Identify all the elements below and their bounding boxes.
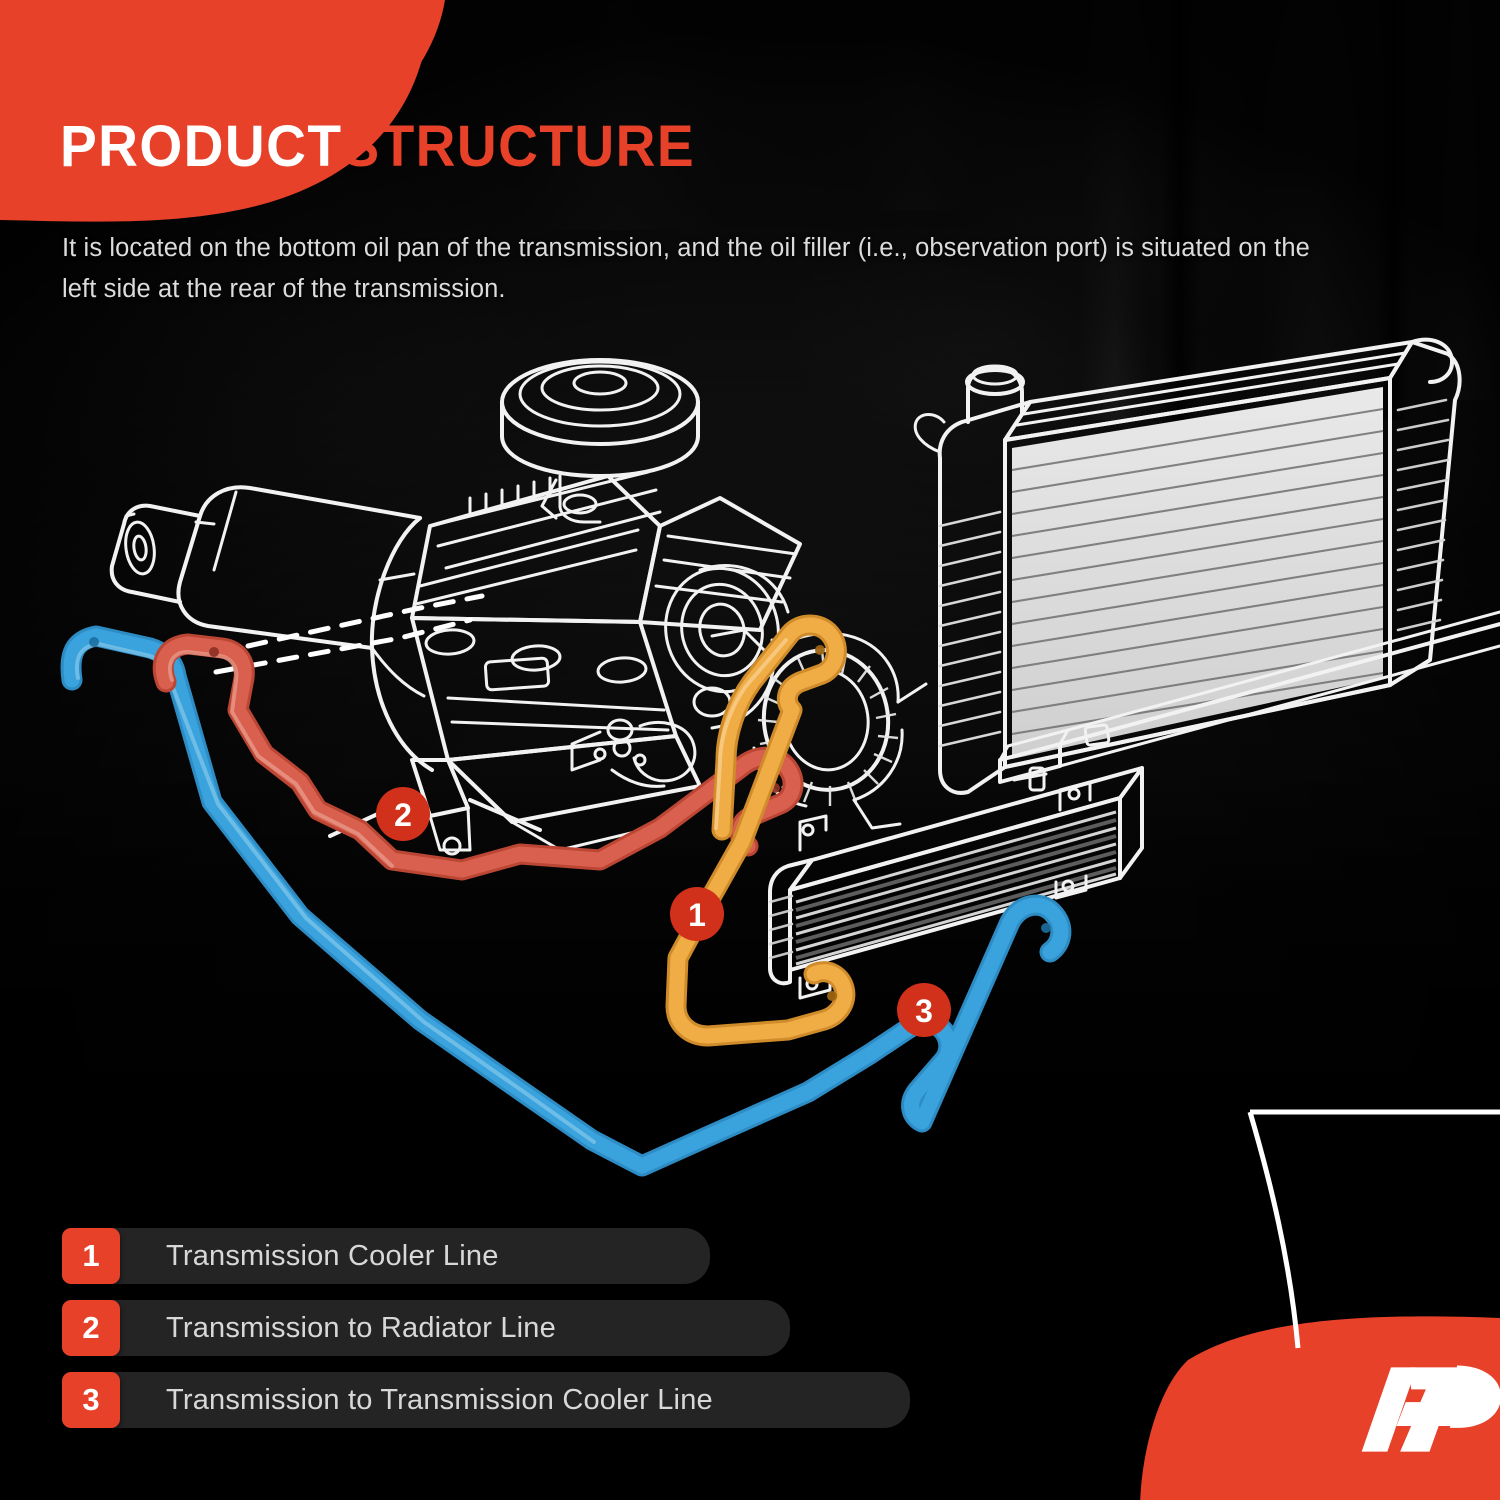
legend-badge-2: 2 bbox=[62, 1300, 120, 1356]
header-red-shape bbox=[0, 0, 445, 222]
radiator bbox=[913, 337, 1462, 795]
diagram-marker-2[interactable]: 2 bbox=[376, 787, 430, 841]
diagram-marker-3[interactable]: 3 bbox=[897, 983, 951, 1037]
legend-label-3: Transmission to Transmission Cooler Line bbox=[166, 1383, 713, 1416]
hose-line-orange bbox=[665, 614, 856, 1047]
marker-2-number: 2 bbox=[394, 797, 412, 833]
legend-item-3[interactable]: 3 Transmission to Transmission Cooler Li… bbox=[62, 1372, 910, 1428]
description-text: It is located on the bottom oil pan of t… bbox=[62, 234, 1310, 304]
title-structure: STRUCTURE bbox=[342, 114, 696, 179]
legend-pill bbox=[90, 1300, 790, 1356]
transmission-cooler bbox=[768, 610, 1500, 1000]
legend-label-1: Transmission Cooler Line bbox=[166, 1239, 499, 1272]
transmission-housing bbox=[109, 485, 542, 856]
hose-line-red bbox=[152, 633, 804, 881]
dashed-pointer-lines bbox=[213, 593, 485, 675]
hp-logo bbox=[1361, 1365, 1500, 1452]
legend-badge-1-number: 1 bbox=[82, 1238, 100, 1273]
legend-pill bbox=[90, 1372, 910, 1428]
diagram-marker-1[interactable]: 1 bbox=[670, 887, 724, 941]
marker-1-number: 1 bbox=[688, 897, 706, 933]
brand-corner-shape bbox=[1140, 1109, 1500, 1500]
page-title: PRODUCTSTRUCTURE bbox=[60, 118, 695, 176]
legend-badge-1: 1 bbox=[62, 1228, 120, 1284]
title-product: PRODUCT bbox=[60, 114, 343, 179]
legend-pill bbox=[90, 1228, 710, 1284]
product-structure-diagram: .ol{fill:none;stroke:#f2f2f2;stroke-widt… bbox=[60, 337, 1500, 1177]
legend-item-2[interactable]: 2 Transmission to Radiator Line bbox=[62, 1300, 790, 1356]
legend-badge-3-number: 3 bbox=[82, 1382, 100, 1417]
legend-label-2: Transmission to Radiator Line bbox=[166, 1311, 556, 1344]
legend-badge-3: 3 bbox=[62, 1372, 120, 1428]
legend: 1 Transmission Cooler Line 2 Transmissio… bbox=[62, 1228, 910, 1444]
marker-3-number: 3 bbox=[915, 993, 933, 1029]
legend-badge-2-number: 2 bbox=[82, 1310, 100, 1345]
cooling-fan bbox=[710, 628, 928, 830]
legend-item-1[interactable]: 1 Transmission Cooler Line bbox=[62, 1228, 713, 1284]
